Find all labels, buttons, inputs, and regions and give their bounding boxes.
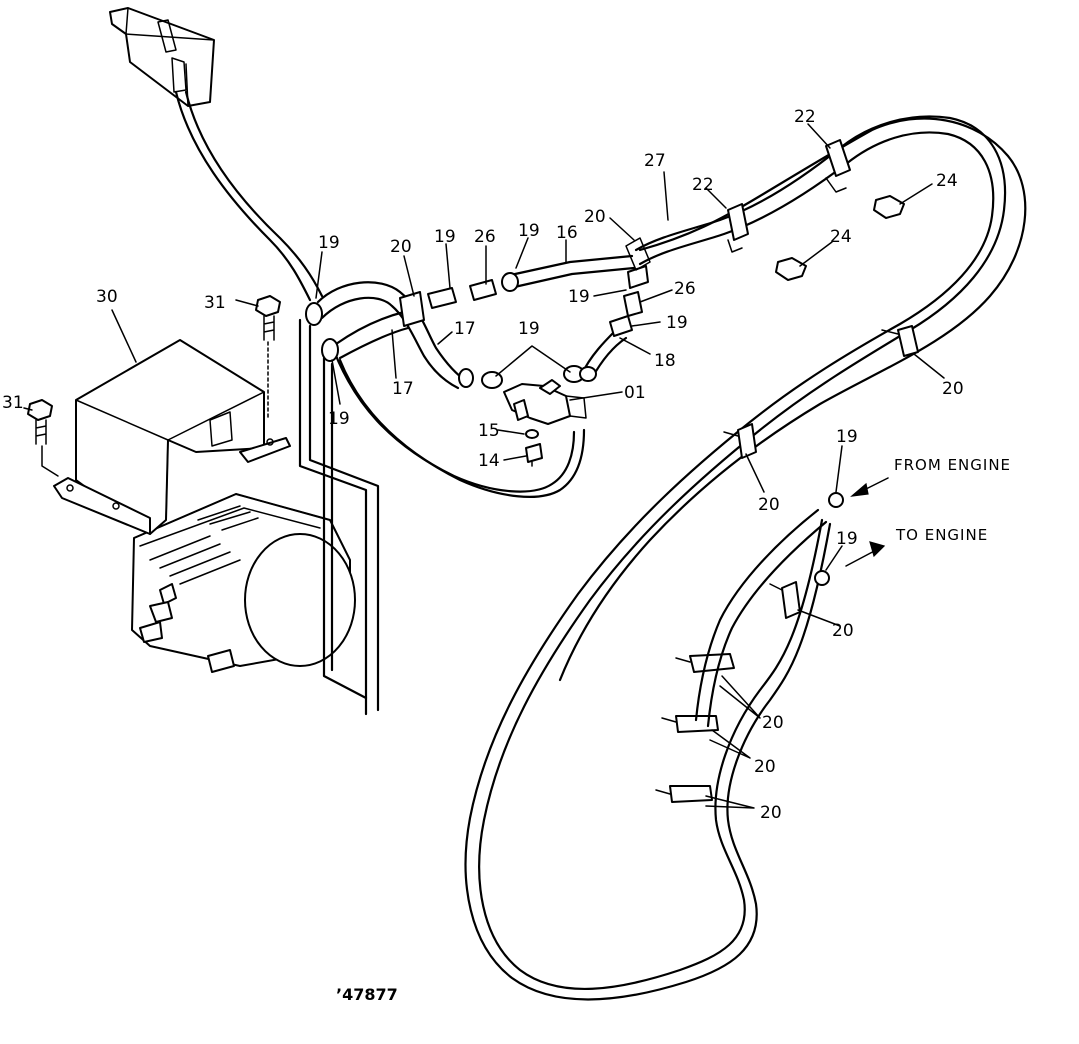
callout-24: 24 [830, 227, 852, 247]
from-engine-caption: FROM ENGINE [894, 456, 1011, 474]
callout-22: 22 [794, 107, 816, 127]
callout-15: 15 [478, 421, 500, 441]
callout-19: 19 [318, 233, 340, 253]
top-bracket [109, 7, 215, 107]
heater-unit [131, 493, 356, 673]
callout-19: 19 [518, 221, 540, 241]
callout-19: 19 [836, 529, 858, 549]
callout-17: 17 [454, 319, 476, 339]
callout-19: 19 [666, 313, 688, 333]
callout-17: 17 [392, 379, 414, 399]
callout-18: 18 [654, 351, 676, 371]
callout-31: 31 [2, 393, 24, 413]
callout-27: 27 [644, 151, 666, 171]
water-valve-01 [503, 379, 587, 467]
callout-20: 20 [832, 621, 854, 641]
heater-pipes [298, 318, 380, 716]
callout-26: 26 [674, 279, 696, 299]
callout-20: 20 [760, 803, 782, 823]
main-hose-27 [464, 115, 1027, 1001]
callout-20: 20 [754, 757, 776, 777]
callout-31: 31 [204, 293, 226, 313]
heater-cover-30 [53, 339, 291, 535]
leader-lines [23, 123, 945, 809]
drain-hose-upper [174, 90, 324, 302]
callout-20: 20 [390, 237, 412, 257]
engine-hose-ends [694, 195, 905, 728]
callout-19: 19 [836, 427, 858, 447]
callout-20: 20 [758, 495, 780, 515]
callout-19: 19 [518, 319, 540, 339]
bolt-31-a [255, 295, 281, 421]
callout-19: 19 [328, 409, 350, 429]
upper-hoses [305, 237, 651, 498]
bolt-31-b [27, 399, 59, 477]
callout-30: 30 [96, 287, 118, 307]
hose-clamps [655, 139, 919, 803]
callout-20: 20 [584, 207, 606, 227]
callout-16: 16 [556, 223, 578, 243]
flow-arrows [845, 477, 889, 567]
callout-14: 14 [478, 451, 500, 471]
figure-number: ʼ47877 [336, 985, 398, 1004]
callout-20: 20 [762, 713, 784, 733]
callout-24: 24 [936, 171, 958, 191]
callout-19: 19 [434, 227, 456, 247]
callout-20: 20 [942, 379, 964, 399]
to-engine-caption: TO ENGINE [895, 526, 988, 544]
callout-22: 22 [692, 175, 714, 195]
captions: FROM ENGINE TO ENGINE ʼ47877 [336, 456, 1011, 1004]
callout-01: 01 [624, 383, 646, 403]
callout-26: 26 [474, 227, 496, 247]
callout-labels: 19 20 19 26 19 16 20 27 22 22 24 24 19 2… [2, 107, 964, 823]
callout-19: 19 [568, 287, 590, 307]
